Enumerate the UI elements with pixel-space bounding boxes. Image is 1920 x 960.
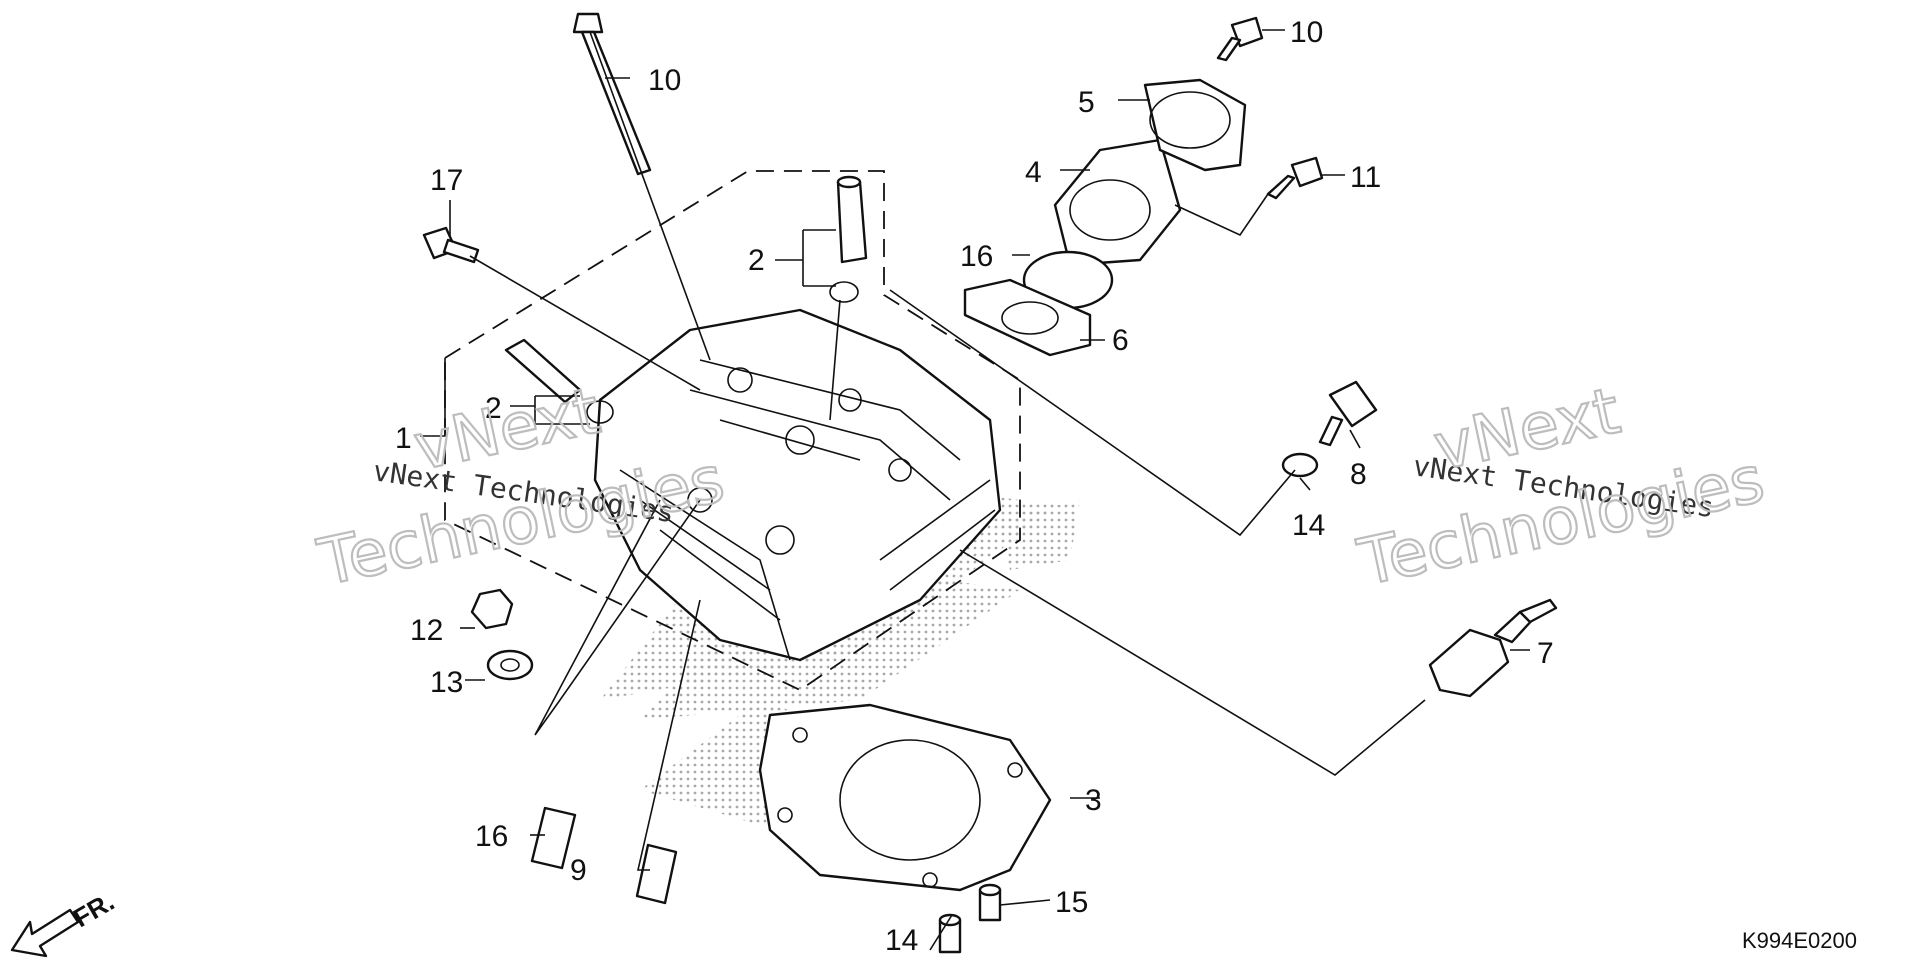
flange-bolt (422, 226, 480, 264)
callout-13: 14 (1292, 509, 1325, 542)
callout-9: 10 (648, 64, 681, 97)
direction-label: FR. (68, 886, 119, 933)
callout-14-lower: 14 (885, 924, 918, 957)
studs (530, 806, 678, 905)
callout-10-mid: 11 (1350, 161, 1381, 194)
callout-6: 6 (1112, 324, 1129, 357)
cap-nut (470, 588, 534, 681)
callout-10-top: 10 (1290, 16, 1323, 49)
spark-plug (1428, 598, 1558, 698)
callouts: 10 17 1 2 2 3 4 5 6 7 8 10 11 12 13 14 1… (395, 16, 1554, 957)
callout-8: 8 (1350, 458, 1367, 491)
temp-sensor (1281, 380, 1378, 478)
callout-3: 3 (1085, 784, 1102, 817)
assembly-outline (444, 170, 1021, 692)
intake-bolts (1216, 16, 1324, 200)
callout-16-right: 9 (570, 854, 587, 887)
watermark-word-left-1: vNext (408, 374, 606, 485)
cylinder-head (593, 308, 1002, 662)
callout-15: 16 (960, 240, 993, 273)
callout-17: 17 (430, 164, 463, 197)
watermark-right: vNext Technologies vNext Technologies (1351, 373, 1772, 602)
callout-2-lower: 2 (485, 392, 502, 425)
valve-guides (504, 175, 868, 424)
dowel-pins (938, 883, 1002, 954)
front-direction-arrow: FR. (10, 886, 119, 958)
callout-2-upper: 2 (748, 244, 765, 277)
callout-11: 12 (410, 614, 443, 647)
arrow-icon (10, 908, 80, 958)
callout-7: 7 (1537, 637, 1554, 670)
callout-5: 5 (1078, 86, 1095, 119)
callout-12: 13 (430, 666, 463, 699)
intake-insulator (1053, 78, 1247, 267)
callout-4: 4 (1025, 156, 1042, 189)
callout-16-left: 16 (475, 820, 508, 853)
diagram-code: K994E0200 (1742, 928, 1857, 953)
head-gasket (758, 703, 1052, 892)
leader-lines (420, 29, 1530, 951)
callout-14-right: 15 (1055, 886, 1088, 919)
o-ring-gasket (963, 250, 1114, 357)
callout-1: 1 (395, 422, 412, 455)
